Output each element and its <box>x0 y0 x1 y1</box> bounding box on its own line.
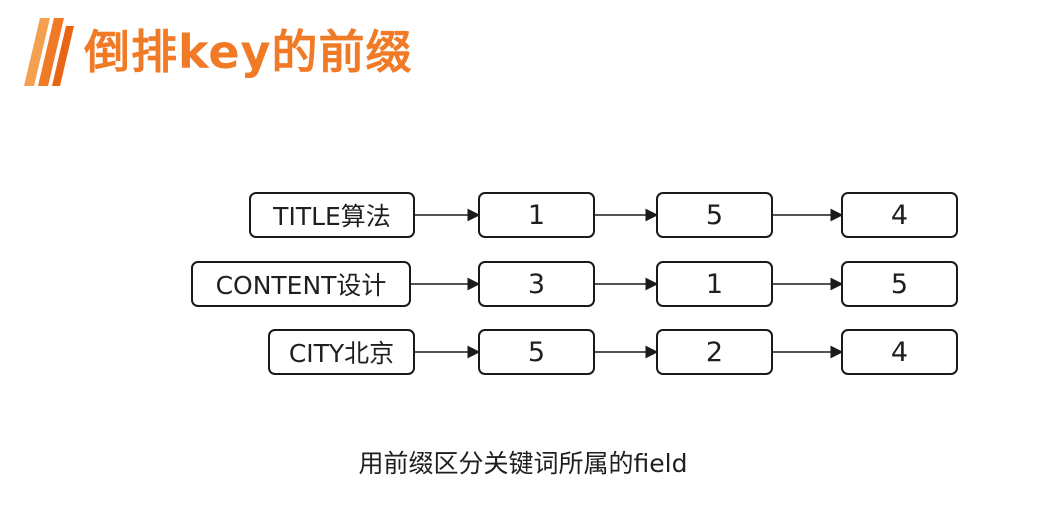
posting-doc-box: 4 <box>841 329 958 375</box>
posting-doc-box: 4 <box>841 192 958 238</box>
index-key-box: CONTENT设计 <box>191 261 411 307</box>
diagram-caption: 用前缀区分关键词所属的field <box>358 449 688 478</box>
stripes-logo-icon <box>24 18 74 86</box>
posting-doc-box: 1 <box>656 261 773 307</box>
posting-doc-box: 2 <box>656 329 773 375</box>
index-key-box: TITLE算法 <box>249 192 415 238</box>
posting-doc-box: 3 <box>478 261 595 307</box>
posting-doc-box: 5 <box>841 261 958 307</box>
index-key-box: CITY北京 <box>268 329 415 375</box>
posting-doc-box: 5 <box>656 192 773 238</box>
posting-doc-box: 5 <box>478 329 595 375</box>
posting-doc-box: 1 <box>478 192 595 238</box>
page-title: 倒排key的前缀 <box>84 25 413 79</box>
